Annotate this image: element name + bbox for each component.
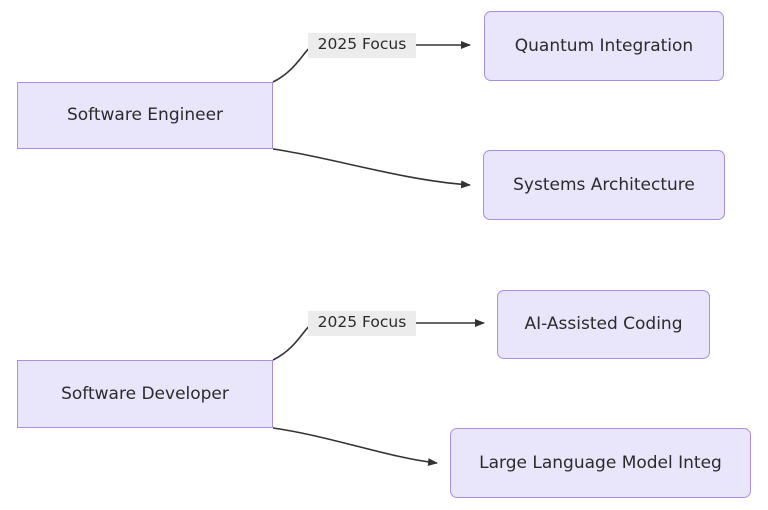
edge-engineer-systems-path xyxy=(272,148,471,189)
node-software-developer[interactable]: Software Developer xyxy=(17,360,273,428)
node-ai-assisted-coding[interactable]: AI-Assisted Coding xyxy=(497,290,710,359)
edge-label-developer-ai: 2025 Focus xyxy=(308,311,416,336)
node-systems-architecture[interactable]: Systems Architecture xyxy=(483,150,725,220)
edge-developer-llm-path xyxy=(272,427,438,467)
node-software-engineer[interactable]: Software Engineer xyxy=(17,82,273,149)
node-large-language-model-integ[interactable]: Large Language Model Integ xyxy=(450,428,751,498)
node-quantum-integration[interactable]: Quantum Integration xyxy=(484,11,724,81)
edge-label-engineer-quantum: 2025 Focus xyxy=(308,33,416,58)
